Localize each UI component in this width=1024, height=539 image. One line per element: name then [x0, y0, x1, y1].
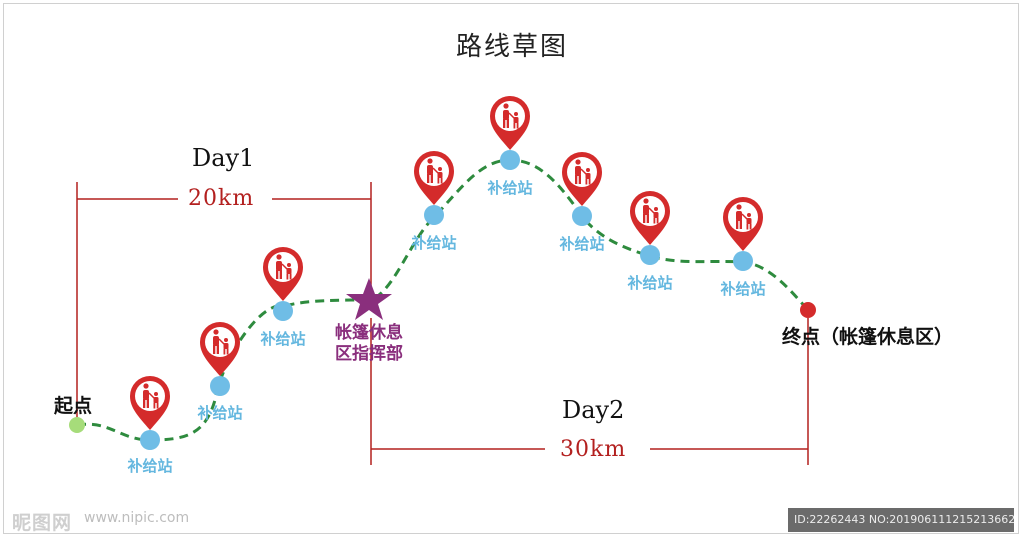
supply-station-1 [129, 375, 171, 450]
supply-station-5 [489, 95, 531, 170]
supply-label-1: 补给站 [127, 457, 173, 475]
map-pin-family-icon [629, 190, 671, 246]
day2-label: Day2 [562, 396, 625, 424]
supply-station-8 [722, 196, 764, 271]
day1-distance: 20km [188, 186, 255, 211]
supply-label-8: 补给站 [720, 280, 766, 298]
route-line [76, 158, 810, 442]
star-icon [346, 278, 392, 320]
supply-label-6: 补给站 [559, 235, 605, 253]
start-label: 起点 [54, 395, 93, 417]
day1-bracket [76, 182, 372, 420]
supply-station-6 [561, 151, 603, 226]
end-dot [800, 302, 816, 318]
supply-station-4 [413, 150, 455, 225]
map-pin-family-icon [199, 321, 241, 377]
watermark-url: www.nipic.com [84, 510, 190, 526]
map-pin-family-icon [262, 246, 304, 302]
supply-label-7: 补给站 [627, 274, 673, 292]
page-title: 路线草图 [455, 32, 568, 62]
map-pin-family-icon [722, 196, 764, 252]
map-pin-family-icon [413, 150, 455, 206]
supply-label-4: 补给站 [411, 234, 457, 252]
supply-label-5: 补给站 [487, 179, 533, 197]
canvas-border [3, 3, 1019, 534]
supply-label-3: 补给站 [260, 330, 306, 348]
map-pin-family-icon [129, 375, 171, 431]
camp-label-line1: 帐篷休息 [335, 323, 403, 343]
watermark-id: ID:22262443 NO:20190611121521366284 [788, 508, 1014, 532]
supply-station-3 [262, 246, 304, 321]
end-label: 终点（帐篷休息区） [782, 326, 954, 348]
camp-label: 帐篷休息 区指挥部 [335, 323, 403, 365]
day2-distance: 30km [560, 437, 627, 462]
day2-bracket [370, 318, 809, 465]
supply-station-7 [629, 190, 671, 265]
camp-label-line2: 区指挥部 [335, 344, 403, 364]
supply-label-2: 补给站 [197, 404, 243, 422]
start-dot [69, 417, 85, 433]
map-pin-family-icon [489, 95, 531, 151]
day1-label: Day1 [192, 144, 255, 172]
watermark-logo: 昵图网 [12, 512, 73, 534]
supply-station-2 [199, 321, 241, 396]
